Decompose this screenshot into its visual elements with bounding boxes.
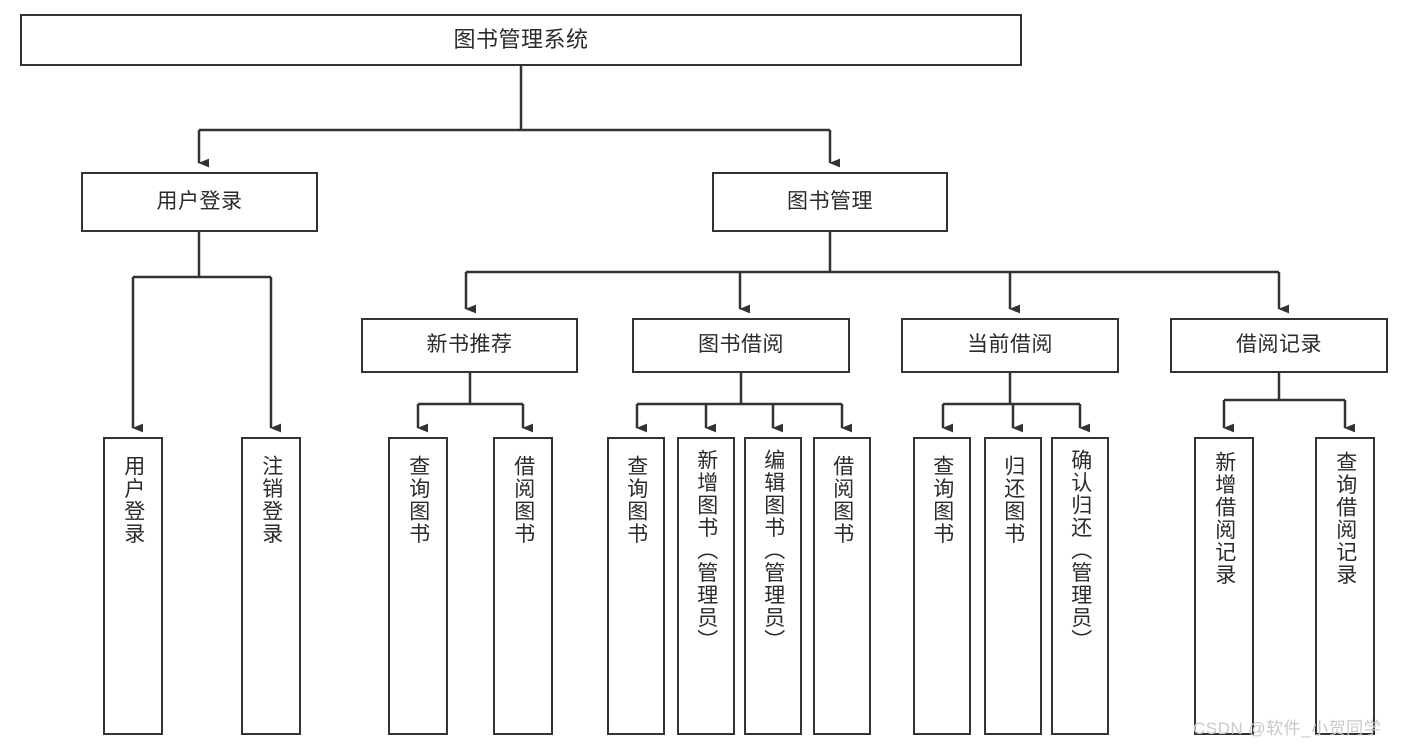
leaf-add-book-admin[interactable]: 新增图书（管理员） (677, 437, 735, 735)
node-label: 借阅图书 (830, 455, 854, 545)
node-book-management[interactable]: 图书管理 (712, 172, 948, 232)
node-label: 图书管理系统 (453, 27, 589, 53)
node-label: 新书推荐 (426, 333, 513, 357)
leaf-logout-login[interactable]: 注销登录 (241, 437, 301, 735)
node-label: 借阅记录 (1236, 333, 1322, 357)
leaf-user-login[interactable]: 用户登录 (103, 437, 163, 735)
leaf-query-book-current[interactable]: 查询图书 (913, 437, 971, 735)
leaf-confirm-return-admin[interactable]: 确认归还（管理员） (1051, 437, 1109, 735)
node-label: 注销登录 (259, 455, 283, 545)
leaf-query-book-borrow[interactable]: 查询图书 (607, 437, 665, 735)
leaf-add-borrow-record[interactable]: 新增借阅记录 (1194, 437, 1254, 735)
leaf-borrow-book-borrow[interactable]: 借阅图书 (813, 437, 871, 735)
node-label: 查询图书 (930, 455, 954, 545)
leaf-edit-book-admin[interactable]: 编辑图书（管理员） (744, 437, 802, 735)
node-label: 确认归还（管理员） (1068, 449, 1092, 652)
node-new-book-recommend[interactable]: 新书推荐 (361, 318, 578, 373)
node-borrow-records[interactable]: 借阅记录 (1170, 318, 1388, 373)
node-label: 新增图书（管理员） (694, 449, 718, 652)
node-label: 当前借阅 (967, 333, 1053, 357)
node-book-borrow[interactable]: 图书借阅 (632, 318, 850, 373)
leaf-query-borrow-record[interactable]: 查询借阅记录 (1315, 437, 1375, 735)
node-label: 查询借阅记录 (1333, 451, 1357, 586)
node-current-borrow[interactable]: 当前借阅 (901, 318, 1119, 373)
node-label: 用户登录 (156, 189, 243, 213)
leaf-return-book[interactable]: 归还图书 (984, 437, 1042, 735)
node-label: 借阅图书 (511, 455, 535, 545)
node-root-system[interactable]: 图书管理系统 (20, 14, 1022, 66)
node-label: 图书管理 (787, 189, 873, 213)
node-label: 归还图书 (1001, 455, 1025, 545)
node-user-login[interactable]: 用户登录 (81, 172, 318, 232)
leaf-query-book-recommend[interactable]: 查询图书 (388, 437, 448, 735)
node-label: 查询图书 (624, 455, 648, 545)
node-label: 图书借阅 (698, 333, 784, 357)
node-label: 编辑图书（管理员） (761, 449, 785, 652)
node-label: 查询图书 (406, 455, 430, 545)
leaf-borrow-book-recommend[interactable]: 借阅图书 (493, 437, 553, 735)
node-label: 用户登录 (121, 455, 145, 545)
node-label: 新增借阅记录 (1212, 451, 1236, 586)
watermark-text: CSDN @软件_小贺同学 (1193, 719, 1382, 738)
